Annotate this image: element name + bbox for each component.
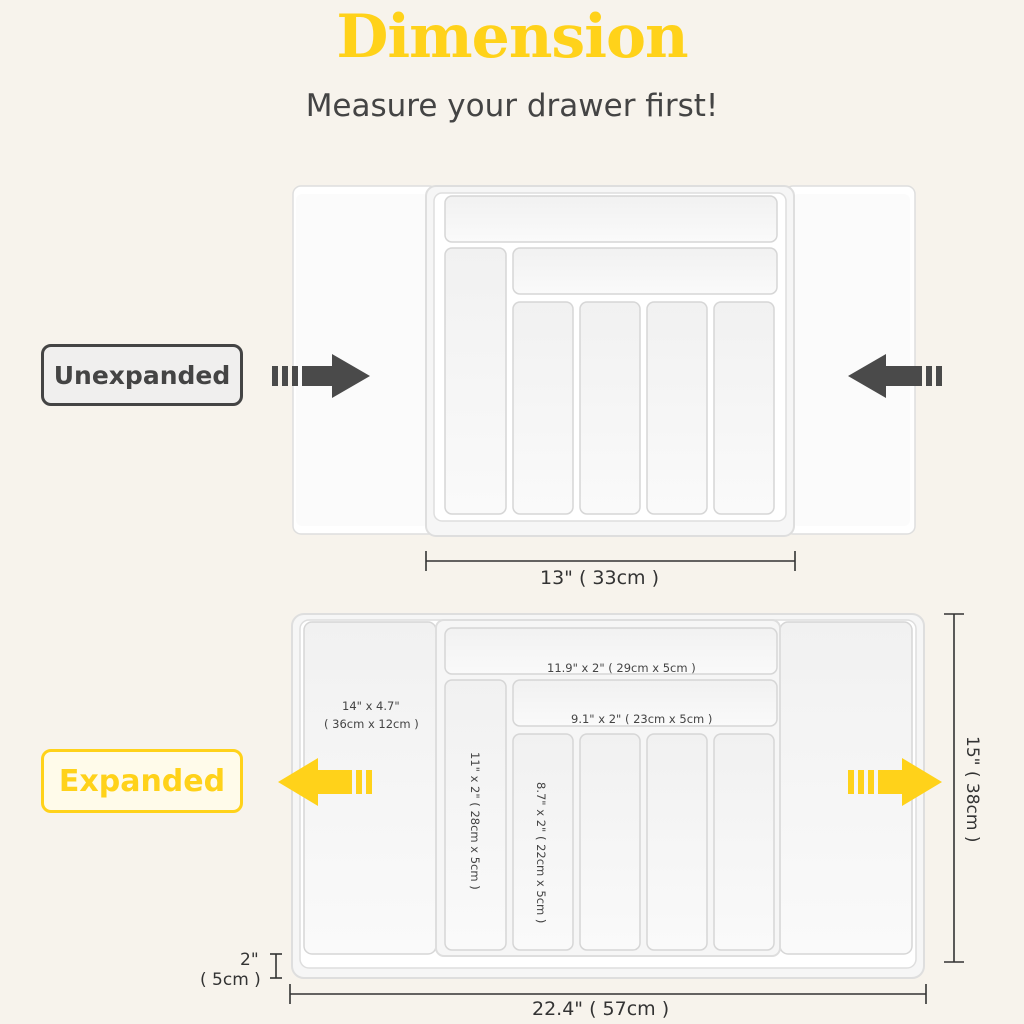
- utensil-compartment: [646, 301, 708, 515]
- page-subtitle: Measure your drawer first!: [305, 88, 719, 124]
- arrow-left-icon: [848, 354, 942, 398]
- expanded-tray: [270, 613, 964, 1004]
- page-title: Dimension: [336, 2, 688, 72]
- top-long-compartment: [444, 627, 778, 675]
- utensil-compartment: [579, 301, 641, 515]
- top-long-compartment: [444, 195, 778, 243]
- utensil-compartment: [713, 301, 775, 515]
- unexpanded-tray: [292, 185, 916, 571]
- expanded-width-label: 22.4" ( 57cm ): [532, 998, 670, 1020]
- unexpanded-badge: Unexpanded: [41, 344, 243, 406]
- utensil-compartment-size: 8.7" x 2" ( 22cm x 5cm ): [534, 782, 548, 924]
- expanded-badge: Expanded: [41, 749, 243, 813]
- expanded-length-label: 15" ( 38cm ): [962, 736, 982, 843]
- tall-compartment-size: 11" x 2" ( 28cm x 5cm ): [468, 752, 482, 890]
- top-short-compartment: [512, 679, 778, 727]
- unexpanded-width-label: 13" ( 33cm ): [540, 567, 659, 589]
- height-label-cm: ( 5cm ): [200, 970, 261, 990]
- top-long-compartment-size: 11.9" x 2" ( 29cm x 5cm ): [547, 661, 696, 675]
- top-short-compartment-size: 9.1" x 2" ( 23cm x 5cm ): [571, 712, 713, 726]
- height-label-inches: 2": [240, 950, 259, 970]
- utensil-compartment: [713, 733, 775, 951]
- utensil-compartment: [512, 301, 574, 515]
- arrow-right-icon: [848, 758, 942, 806]
- utensil-compartment: [512, 733, 574, 951]
- tall-side-compartment: [444, 679, 507, 951]
- side-compartment-size: 14" x 4.7": [342, 699, 400, 713]
- arrow-left-icon: [278, 758, 372, 806]
- utensil-compartment: [579, 733, 641, 951]
- right-extension-inner: [792, 194, 910, 526]
- arrow-right-icon: [272, 354, 370, 398]
- left-extension-inner: [296, 194, 429, 526]
- side-compartment-size-cm: ( 36cm x 12cm ): [324, 717, 419, 731]
- utensil-compartment: [646, 733, 708, 951]
- top-short-compartment: [512, 247, 778, 295]
- tall-side-compartment: [444, 247, 507, 515]
